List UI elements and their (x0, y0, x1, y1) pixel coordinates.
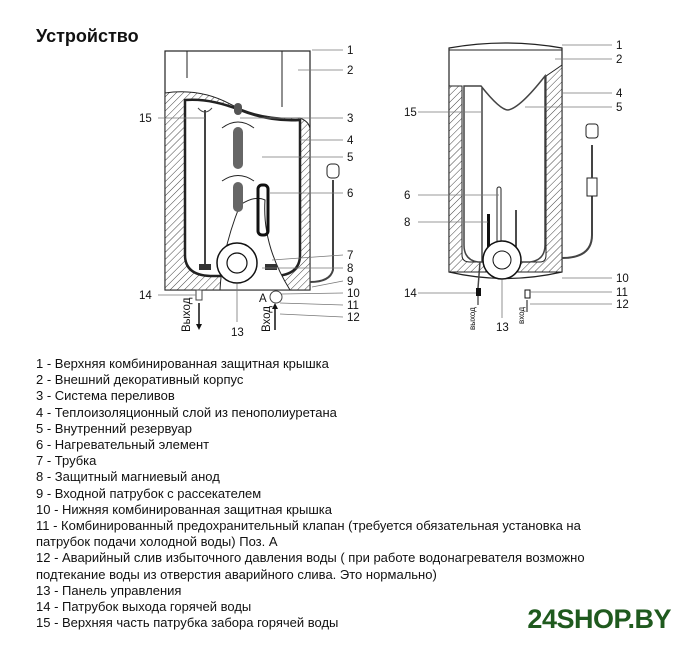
callout-1: 1 (616, 40, 622, 52)
callout-6: 6 (347, 188, 353, 200)
legend-item: 8 - Защитный магниевый анод (36, 469, 220, 485)
callout-9: 9 (347, 276, 353, 288)
callout-10: 10 (347, 288, 360, 300)
callout-4: 4 (347, 135, 354, 147)
page-title: Устройство (36, 26, 139, 46)
watermark-logo: 24SHOP.BY (527, 604, 671, 634)
legend-item: 12 - Аварийный слив избыточного давления… (36, 550, 585, 566)
diagram-right: 1 2 4 5 6 8 10 11 12 13 14 15 выход вход (404, 40, 629, 334)
callout-2: 2 (347, 65, 353, 77)
legend-item: 13 - Панель управления (36, 582, 182, 598)
legend-item: подтекание воды из отверстия аварийного … (36, 566, 437, 582)
inlet-label: вход (517, 307, 526, 324)
legend-item: 2 - Внешний декоративный корпус (36, 372, 244, 388)
legend-item: 11 - Комбинированный предохранительный к… (36, 518, 581, 534)
callout-15: 15 (404, 107, 417, 119)
outlet-label: выход (468, 307, 477, 330)
legend-item: 15 - Верхняя часть патрубка забора горяч… (36, 615, 339, 631)
callout-lines (418, 44, 612, 318)
anode (487, 214, 490, 254)
legend-item: 9 - Входной патрубок с рассекателем (36, 485, 262, 501)
callout-6: 6 (404, 190, 410, 202)
callout-13: 13 (496, 322, 509, 334)
safety-valve (269, 290, 283, 304)
power-cord (309, 180, 334, 283)
callout-14: 14 (139, 290, 152, 302)
callout-14: 14 (404, 288, 417, 300)
legend-item: 7 - Трубка (36, 453, 97, 469)
water-heater-diagrams: 1 2 3 4 5 6 7 8 9 10 11 12 13 14 15 А Вы… (139, 40, 629, 339)
inlet-label: Вход (261, 306, 273, 332)
legend-item: патрубок подачи холодной воды) Поз. А (36, 534, 278, 550)
power-cord (561, 195, 593, 259)
legend-item: 10 - Нижняя комбинированная защитная кры… (36, 501, 332, 517)
diagram-left: 1 2 3 4 5 6 7 8 9 10 11 12 13 14 15 А Вы… (139, 45, 360, 339)
legend-item: 3 - Система переливов (36, 388, 175, 404)
parts-legend: 1 - Верхняя комбинированная защитная кры… (36, 356, 585, 631)
legend-item: 1 - Верхняя комбинированная защитная кры… (36, 356, 329, 371)
callout-12: 12 (347, 312, 360, 324)
callout-15: 15 (139, 113, 152, 125)
insulation-layer (448, 64, 563, 273)
callout-12: 12 (616, 299, 629, 311)
legend-item: 5 - Внутренний резервуар (36, 420, 192, 436)
callout-3: 3 (347, 113, 353, 125)
callout-11: 11 (616, 287, 628, 299)
heating-element (256, 183, 270, 237)
callout-4: 4 (616, 88, 623, 100)
callout-11: 11 (347, 300, 359, 312)
marker-a: А (259, 293, 267, 305)
inner-tank (463, 73, 546, 263)
legend-item: 4 - Теплоизоляционный слой из пенополиур… (36, 404, 337, 420)
outlet-label: Выход (181, 297, 193, 332)
callout-5: 5 (616, 102, 622, 114)
legend-item: 14 - Патрубок выхода горячей воды (36, 599, 252, 615)
callout-lines (158, 49, 344, 322)
callout-7: 7 (347, 250, 353, 262)
callout-2: 2 (616, 54, 622, 66)
callout-8: 8 (404, 217, 410, 229)
overflow-system (233, 127, 243, 169)
callout-13: 13 (231, 327, 244, 339)
callout-8: 8 (347, 263, 353, 275)
legend-item: 6 - Нагревательный элемент (36, 437, 210, 453)
callout-1: 1 (347, 45, 353, 57)
callout-10: 10 (616, 273, 629, 285)
callout-5: 5 (347, 152, 353, 164)
